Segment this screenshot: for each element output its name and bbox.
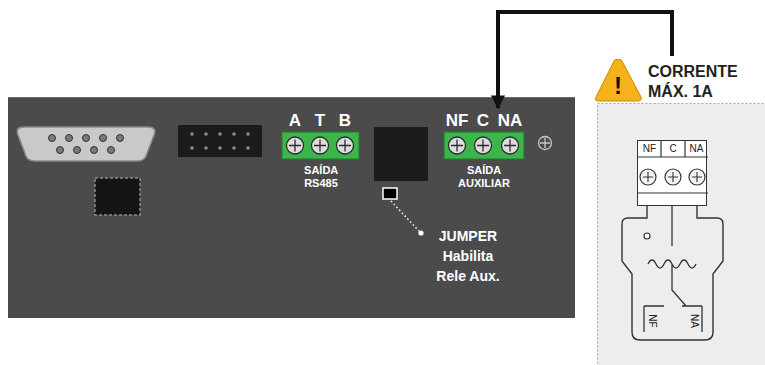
- relay-switch: [644, 206, 702, 332]
- terminal-letter: T: [315, 112, 325, 129]
- terminal-letter: NA: [690, 144, 704, 154]
- relay-terminal: NF C NA: [637, 140, 707, 206]
- panel-edge: [8, 97, 575, 98]
- leader-line: [391, 201, 419, 231]
- terminal-letter: B: [339, 112, 351, 129]
- terminal-letter: A: [289, 112, 301, 129]
- contact-letter: NF: [647, 314, 657, 327]
- output-label: SAÍDA AUXILIAR: [458, 164, 510, 190]
- terminal-block-green: [444, 132, 524, 159]
- warning-triangle: [595, 59, 641, 101]
- header-pins: [190, 132, 250, 150]
- jumper-note: JUMPER Habilita Rele Aux.: [430, 226, 506, 286]
- output-label: SAÍDA RS485: [304, 164, 338, 190]
- warning-text: CORRENTE MÁX. 1A: [648, 62, 758, 102]
- terminal-letter: NF: [446, 112, 469, 129]
- relay-contact-art: [620, 206, 725, 346]
- terminal-letter: NA: [498, 112, 523, 129]
- pin-header: [178, 125, 262, 157]
- terminal-letter: C: [477, 112, 489, 129]
- relay-contact: NF NA: [620, 206, 725, 346]
- terminal-block: ATB SAÍDA RS485: [280, 112, 364, 192]
- terminal-block: NF C NA SAÍDA AUXILIAR: [440, 112, 528, 192]
- contact-point: [644, 233, 650, 239]
- leader-dot: [418, 230, 423, 235]
- terminal-letter: NF: [643, 144, 656, 154]
- terminal-screws: [449, 137, 519, 154]
- contact-letter: NA: [689, 314, 699, 328]
- terminal-block-green: [282, 132, 359, 159]
- db9-pins: [49, 135, 124, 154]
- terminal-screws: [287, 137, 354, 154]
- relay: [374, 127, 428, 181]
- screw-slots: [638, 172, 708, 193]
- relay-outline: [622, 206, 723, 340]
- terminal-dividers: [638, 141, 708, 157]
- mounting-screw: [539, 137, 552, 150]
- terminal-letter: C: [669, 144, 676, 154]
- signal-arrow: [498, 12, 672, 108]
- warning-mark: !: [608, 74, 628, 98]
- db9-connector: [17, 127, 155, 161]
- relay-panel: CORRENTE MÁX. 1A NF C NA NF NA: [597, 58, 765, 365]
- jumper: [383, 188, 397, 199]
- device-panel: [8, 97, 575, 318]
- chip: [95, 178, 140, 215]
- detail-panel: [598, 104, 765, 365]
